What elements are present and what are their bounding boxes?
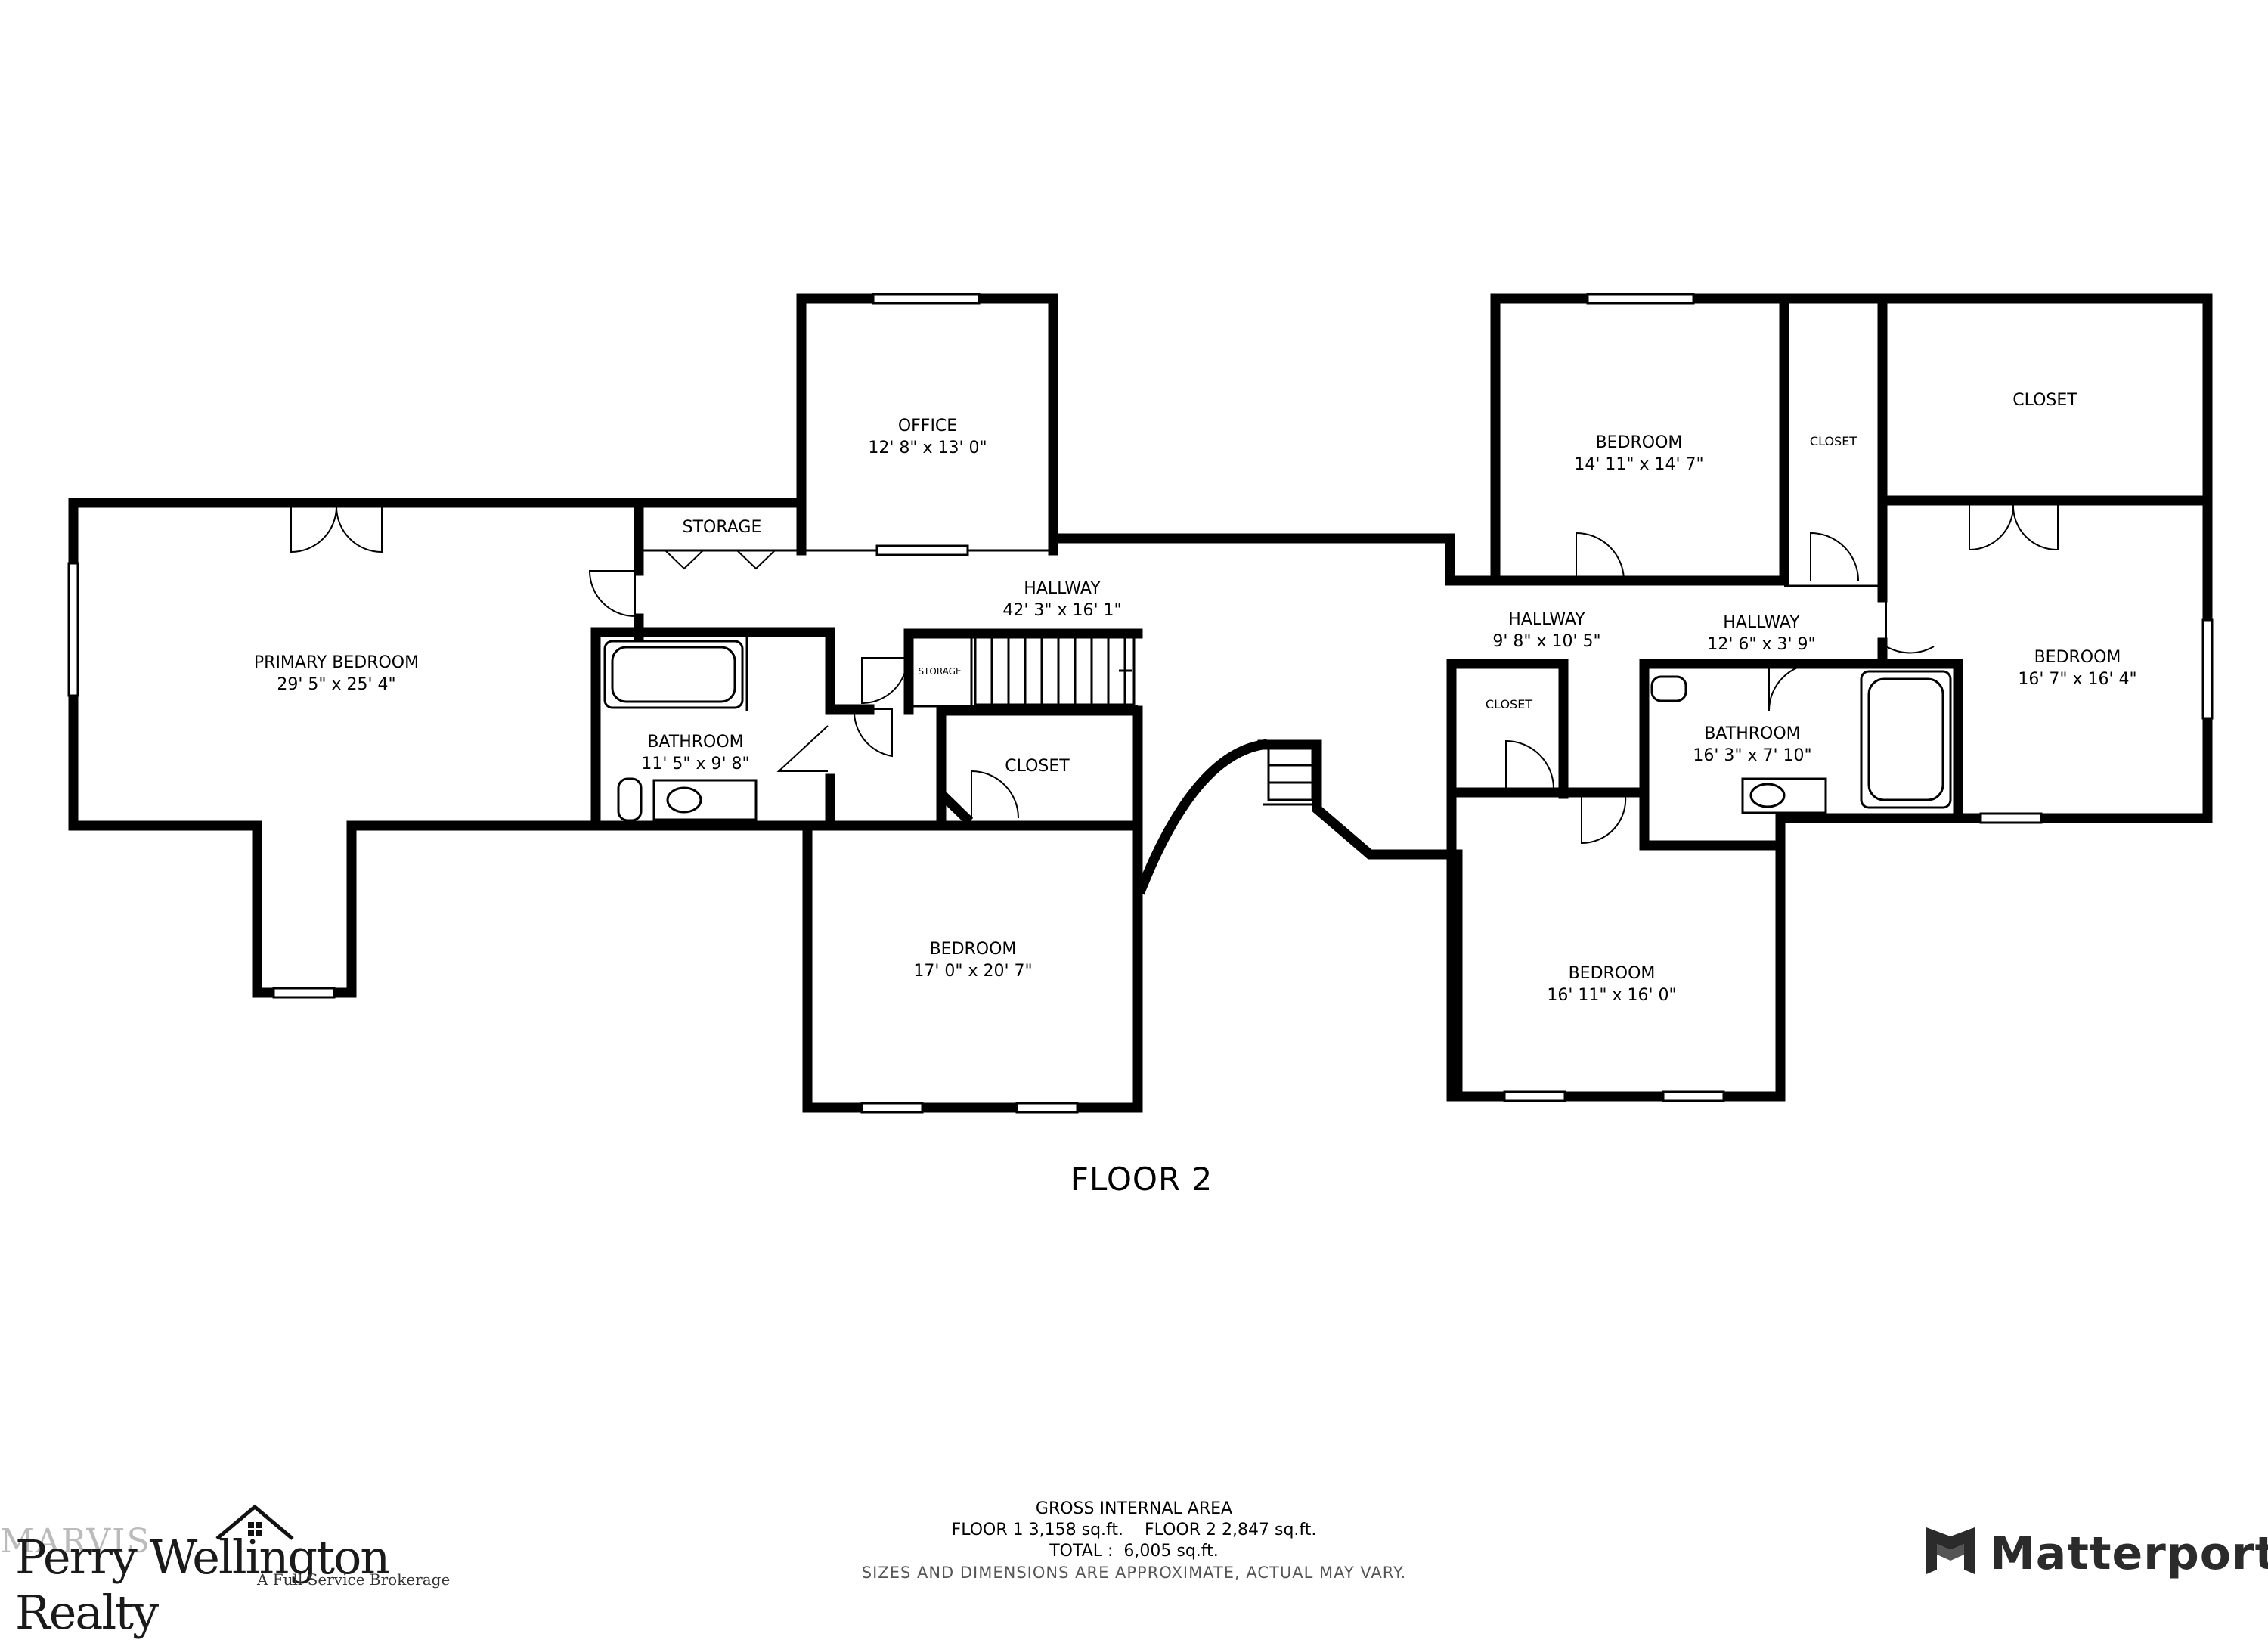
door-closet-center [971,770,1019,819]
wall-bedroom-top-right [1490,293,2213,823]
bathtub-left [603,640,744,709]
floor-title: FLOOR 2 [1070,1161,1213,1198]
door-closet-narrow [1810,532,1859,581]
area-title: GROSS INTERNAL AREA [1035,1499,1233,1518]
window-bedroom-right-bottom [1979,812,2043,824]
room-primary-bedroom-dims: 29' 5" x 25' 4" [277,675,395,694]
wall-hallway-top [1048,533,1501,586]
room-hallway-main-dims: 42' 3" x 16' 1" [1002,601,1121,620]
room-hallway-right-dims: 12' 6" x 3' 9" [1707,635,1815,654]
door-closet-small [1505,739,1554,789]
window-primary-left [67,562,79,697]
toilet-left [617,777,643,822]
room-labels: PRIMARY BEDROOM 29' 5" x 25' 4" STORAGE … [254,391,2137,1005]
room-closet-small-name: CLOSET [1486,697,1532,711]
house-icon [215,1504,294,1540]
room-hallway-main-name: HALLWAY [1024,579,1101,598]
door-storage-small [861,657,909,705]
room-storage-top-name: STORAGE [683,518,762,537]
floor-plan: PRIMARY BEDROOM 29' 5" x 25' 4" STORAGE … [67,293,2214,1114]
room-hallway-mid-name: HALLWAY [1508,610,1585,629]
room-closet-tr-name: CLOSET [2012,391,2077,410]
door-bathroom-left [776,725,829,772]
room-storage-small-name: STORAGE [918,666,961,677]
room-bedroom-center-dims: 17' 0" x 20' 7" [913,962,1032,981]
matterport-wordmark: Matterport [1990,1527,2268,1580]
window-bedroom-center-2 [1015,1102,1079,1114]
vanity-right [1741,777,1827,814]
room-bedroom-center-name: BEDROOM [930,940,1017,959]
gross-internal-area: GROSS INTERNAL AREA FLOOR 1 3,158 sq.ft.… [794,1499,1474,1583]
window-bedroom-right [2201,618,2214,720]
doors [290,504,2059,845]
window-bedroom-tr [1586,293,1695,305]
door-closet-tr-double [1969,504,2059,551]
wall-closet-small [1446,659,1569,799]
door-storage-2 [736,550,776,570]
door-bedroom-center [853,708,893,758]
stair-treads [974,635,1314,801]
room-bedroom-right-dims: 16' 7" x 16' 4" [2018,670,2136,689]
bathtub-right [1860,670,1952,809]
wall-landing [1257,739,1463,1102]
door-primary-side [588,570,636,618]
stairs [974,635,1136,706]
toilet-right [1650,675,1687,702]
window-bedroom-center-1 [860,1102,924,1114]
bathtub-left-inner [611,646,736,703]
room-bathroom-left-dims: 11' 5" x 9' 8" [641,755,749,773]
vanity-left [652,779,758,821]
door-storage-1 [665,550,704,570]
matterport-icon [1926,1527,1975,1574]
area-total: TOTAL : 6,005 sq.ft. [1049,1542,1219,1561]
room-bedroom-br-name: BEDROOM [1569,964,1656,983]
room-bedroom-br-dims: 16' 11" x 16' 0" [1547,986,1676,1005]
door-bedroom-tr [1576,532,1625,581]
room-hallway-mid-dims: 9' 8" x 10' 5" [1492,632,1600,651]
room-bedroom-tr-name: BEDROOM [1596,433,1683,452]
windows [67,293,2214,1114]
wall-bathroom-left [590,627,835,831]
door-bedroom-right [1885,597,1935,654]
fixtures [603,635,1952,822]
wall-curve [1135,739,1269,895]
sink-left [666,786,702,814]
landing-steps [1267,747,1314,801]
room-closet-center-name: CLOSET [1005,757,1070,776]
room-closet-narrow-name: CLOSET [1810,434,1857,448]
walls-right-wing [1446,293,2213,1102]
brokerage-logo: MARVIS Perry Wellington Realty A Full Se… [0,1501,454,1640]
room-bedroom-right-name: BEDROOM [2034,648,2121,667]
window-bedroom-br-2 [1662,1090,1725,1102]
room-bathroom-right-name: BATHROOM [1704,724,1800,743]
room-office-dims: 12' 8" x 13' 0" [868,439,987,457]
door-bedroom-br [1581,795,1627,845]
matterport-logo: Matterport [1920,1520,2268,1588]
wall-closet-center-top [936,705,1143,871]
window-primary-bottom [272,987,336,999]
door-primary-double [290,506,383,553]
room-bathroom-left-name: BATHROOM [647,733,743,752]
room-hallway-right-name: HALLWAY [1723,613,1800,632]
wall-primary-bedroom [68,498,644,998]
wall-bedroom-center [802,820,1143,1113]
room-bedroom-tr-dims: 14' 11" x 14' 7" [1574,455,1703,474]
room-bathroom-right-dims: 16' 3" x 7' 10" [1693,746,1811,765]
sink-right [1749,783,1786,808]
window-office-top [872,293,981,305]
logo-background-mark: MARVIS [0,1522,151,1561]
area-note: SIZES AND DIMENSIONS ARE APPROXIMATE, AC… [861,1564,1407,1582]
area-floors: FLOOR 1 3,158 sq.ft. FLOOR 2 2,847 sq.ft… [951,1521,1317,1539]
curved-wall [1135,739,1463,1102]
window-office-bottom [875,544,969,556]
window-bedroom-br-1 [1503,1090,1566,1102]
wall-stair-block [903,628,1143,715]
wall-bedroom-bottom-right [1446,787,1786,1102]
room-office-name: OFFICE [898,417,957,436]
logo-tagline: A Full Service Brokerage [257,1570,451,1589]
room-primary-bedroom-name: PRIMARY BEDROOM [254,653,419,672]
walls-left-wing [68,293,1501,1113]
door-bath-right [1768,663,1817,711]
bathtub-right-inner [1867,677,1944,801]
